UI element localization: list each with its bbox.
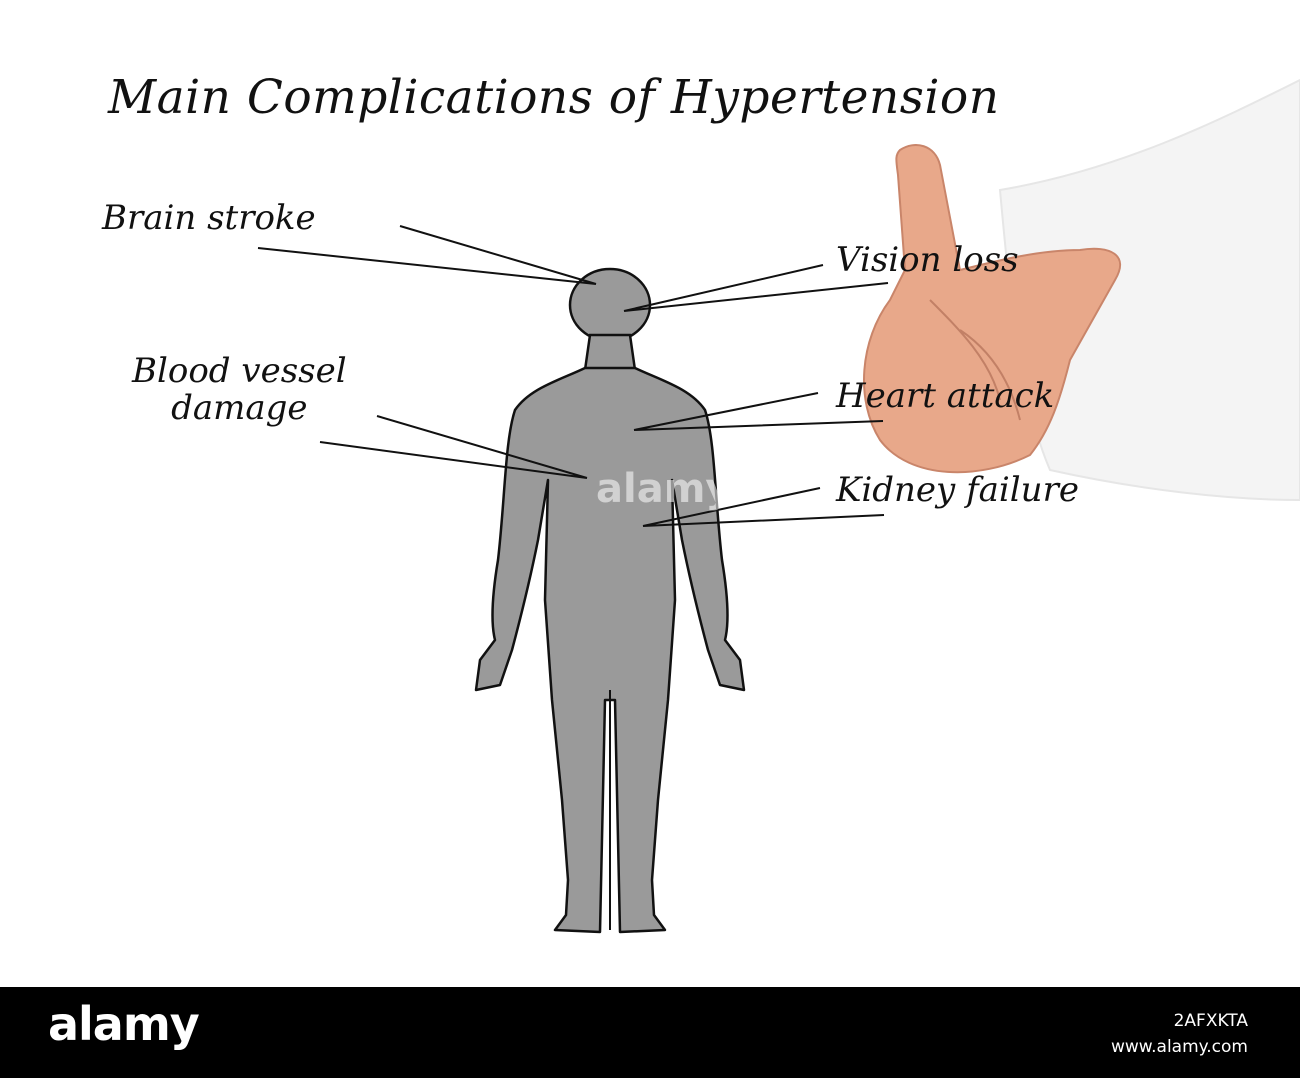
label-blood-vessel-line2: damage	[171, 388, 308, 429]
footer-bar: alamy 2AFXKTA www.alamy.com	[0, 987, 1300, 1078]
footer-brand-logo: alamy	[48, 997, 200, 1051]
label-brain-stroke: Brain stroke	[102, 198, 316, 238]
footer-url: www.alamy.com	[1110, 1037, 1248, 1057]
hand-knuckle-lines	[929, 299, 1021, 421]
heart-attack-pointer	[633, 392, 884, 431]
label-vision-loss: Vision loss	[836, 240, 1019, 280]
label-heart-attack: Heart attack	[836, 376, 1055, 416]
vision-loss-pointer	[623, 264, 889, 312]
watermark: alamy	[596, 466, 732, 512]
footer-image-id: 2AFXKTA	[1173, 1011, 1248, 1031]
blood-vessel-pointer	[319, 415, 588, 479]
kidney-failure-pointer	[642, 487, 885, 527]
label-blood-vessel-line1: Blood vessel	[132, 351, 347, 391]
label-blood-vessel-damage: Blood vessel damage	[132, 351, 347, 429]
page-title: Main Complications of Hypertension	[108, 70, 1000, 125]
hand	[863, 144, 1121, 474]
pointer-lines	[257, 225, 889, 527]
human-body-silhouette	[474, 267, 746, 934]
brain-stroke-pointer	[257, 225, 597, 285]
label-kidney-failure: Kidney failure	[836, 470, 1079, 510]
